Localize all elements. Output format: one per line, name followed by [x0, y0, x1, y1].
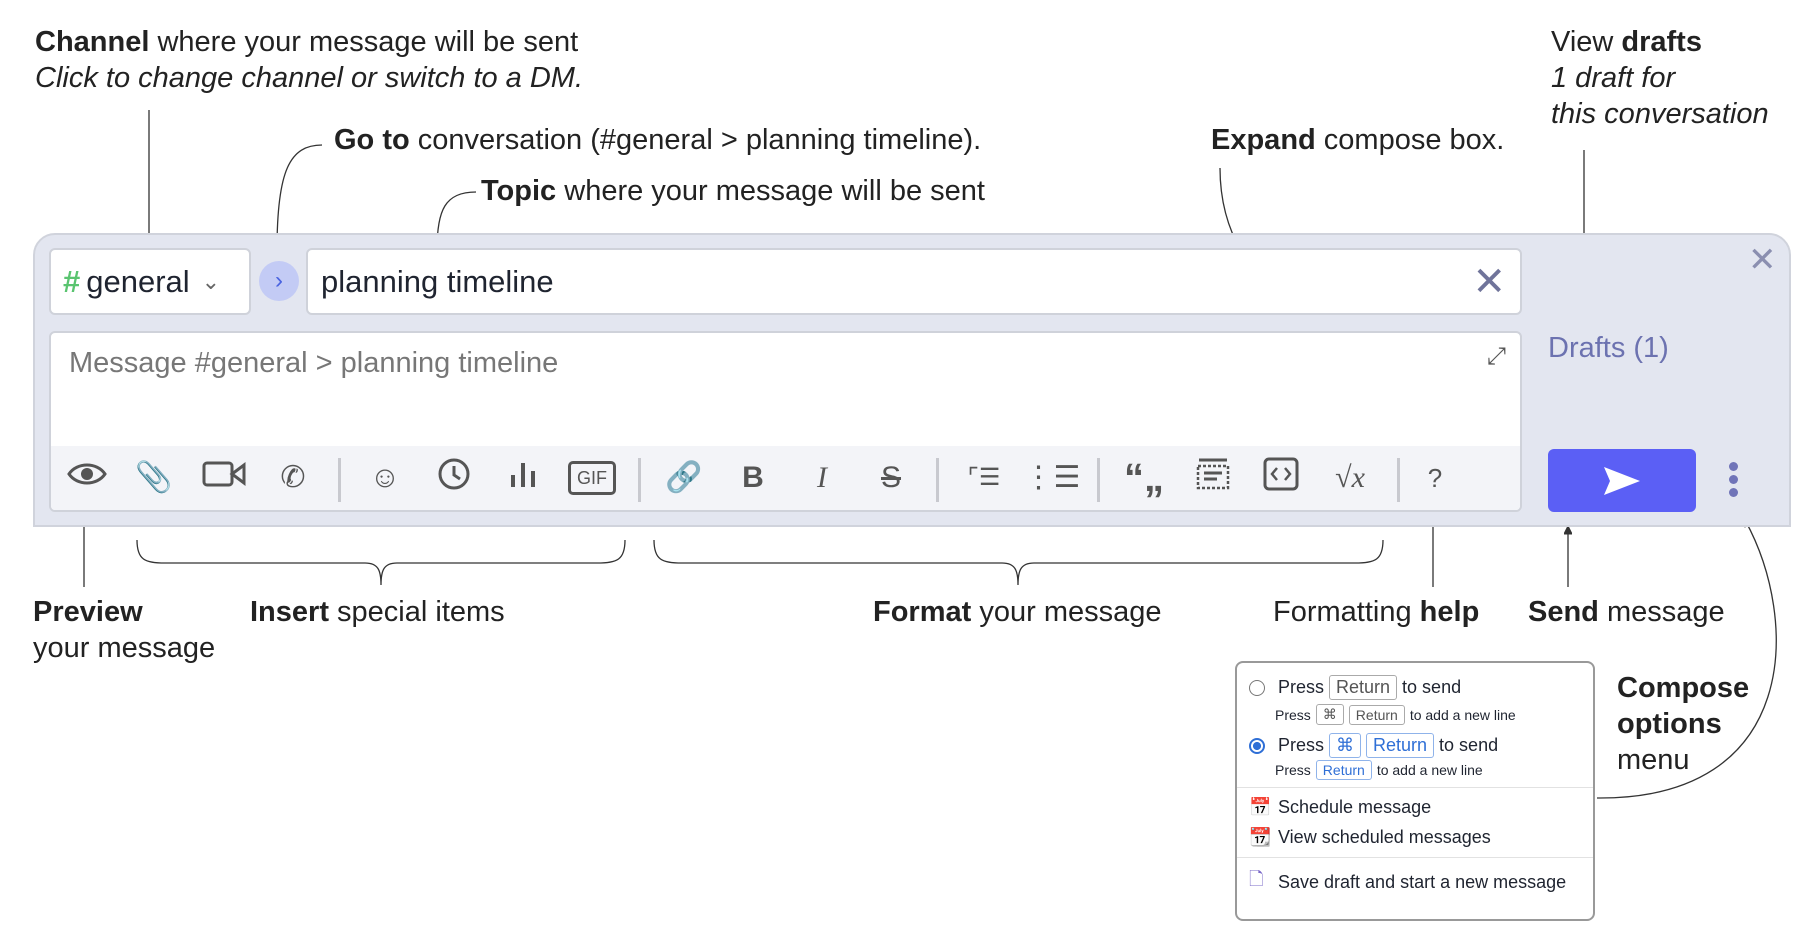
- clock-icon[interactable]: [437, 457, 471, 499]
- format-toolbar: 📎 ✆ ☺ GIF 🔗 B I S ⌜☰ ⋮☰ “„ √x ?: [51, 446, 1520, 510]
- eye-icon[interactable]: [67, 460, 107, 496]
- label: Press: [1278, 677, 1325, 697]
- radio-button[interactable]: [1249, 679, 1265, 696]
- menu-item-view-scheduled[interactable]: 📆 View scheduled messages: [1249, 827, 1491, 848]
- spoiler-icon[interactable]: [1195, 457, 1231, 499]
- code-icon[interactable]: [1263, 457, 1299, 499]
- drafts-link[interactable]: Drafts (1): [1548, 332, 1669, 364]
- message-placeholder: Message #general > planning timeline: [69, 347, 559, 379]
- separator: [1397, 458, 1400, 502]
- annotation-send: Send message: [1528, 596, 1725, 628]
- annotation-help: Formatting help: [1273, 596, 1480, 628]
- strikethrough-icon[interactable]: S: [880, 461, 902, 494]
- radio-button-selected[interactable]: [1249, 737, 1265, 754]
- calendar-icon: 📅: [1249, 797, 1272, 817]
- annotation-topic: Topic where your message will be sent: [481, 175, 985, 207]
- separator: [936, 458, 939, 502]
- bullet-list-icon[interactable]: ⋮☰: [1023, 461, 1081, 494]
- key-cmd: ⌘: [1329, 733, 1362, 758]
- label: Press: [1278, 735, 1325, 755]
- gif-icon[interactable]: GIF: [568, 461, 616, 495]
- compose-options-button[interactable]: [1725, 462, 1741, 497]
- math-icon[interactable]: √x: [1335, 461, 1365, 494]
- annotation-goto: Go to conversation (#general > planning …: [334, 124, 982, 156]
- chevron-right-icon: ›: [275, 267, 283, 294]
- message-textarea[interactable]: Message #general > planning timeline ⤢ 📎…: [49, 331, 1522, 512]
- send-icon: [1604, 466, 1640, 495]
- menu-item-schedule[interactable]: 📅 Schedule message: [1249, 797, 1431, 818]
- expand-icon[interactable]: ⤢: [1486, 343, 1506, 370]
- chevron-down-icon: ⌄: [201, 268, 221, 294]
- bold-icon[interactable]: B: [742, 461, 764, 494]
- annotation-channel-sub: Click to change channel or switch to a D…: [35, 62, 584, 94]
- label: to send: [1439, 735, 1499, 755]
- label: Schedule message: [1278, 797, 1432, 817]
- phone-icon[interactable]: ✆: [280, 461, 306, 494]
- calendar-grid-icon: 📆: [1249, 827, 1272, 847]
- annotation-insert: Insert special items: [250, 596, 505, 628]
- poll-icon[interactable]: [508, 459, 538, 497]
- file-check-icon: 🗋: [1249, 869, 1264, 889]
- label: to send: [1402, 677, 1462, 697]
- menu-item-save-draft[interactable]: 🗋 Save draft and start a new message: [1249, 867, 1566, 897]
- smile-icon[interactable]: ☺: [369, 461, 401, 494]
- topic-value: planning timeline: [321, 263, 554, 299]
- send-button[interactable]: [1548, 449, 1696, 512]
- video-icon[interactable]: [202, 460, 246, 496]
- paperclip-icon[interactable]: 📎: [135, 461, 173, 494]
- ordered-list-icon[interactable]: ⌜☰: [967, 464, 1001, 491]
- help-icon[interactable]: ?: [1427, 463, 1443, 493]
- close-compose-icon[interactable]: ✕: [1748, 241, 1777, 279]
- annotation-expand: Expand compose box.: [1211, 124, 1505, 156]
- separator: [338, 458, 341, 502]
- divider: [1237, 857, 1593, 858]
- label: View scheduled messages: [1278, 827, 1491, 847]
- divider: [1237, 787, 1593, 788]
- italic-icon[interactable]: I: [817, 461, 827, 494]
- go-to-conversation-button[interactable]: ›: [259, 261, 299, 301]
- annotation-format: Format your message: [873, 596, 1162, 628]
- clear-topic-icon[interactable]: ✕: [1472, 260, 1506, 304]
- channel-picker[interactable]: # general ⌄: [49, 248, 251, 315]
- link-icon[interactable]: 🔗: [665, 461, 703, 494]
- quote-icon[interactable]: “„: [1124, 456, 1164, 500]
- label: Save draft and start a new message: [1278, 871, 1567, 892]
- separator: [1097, 458, 1100, 502]
- channel-name: general: [86, 263, 190, 299]
- annotation-channel: Channel where your message will be sent: [35, 26, 579, 58]
- topic-input[interactable]: planning timeline ✕: [306, 248, 1522, 315]
- hash-icon: #: [63, 263, 81, 299]
- key-return: Return: [1366, 733, 1435, 758]
- separator: [638, 458, 641, 502]
- key-return: Return: [1329, 675, 1398, 700]
